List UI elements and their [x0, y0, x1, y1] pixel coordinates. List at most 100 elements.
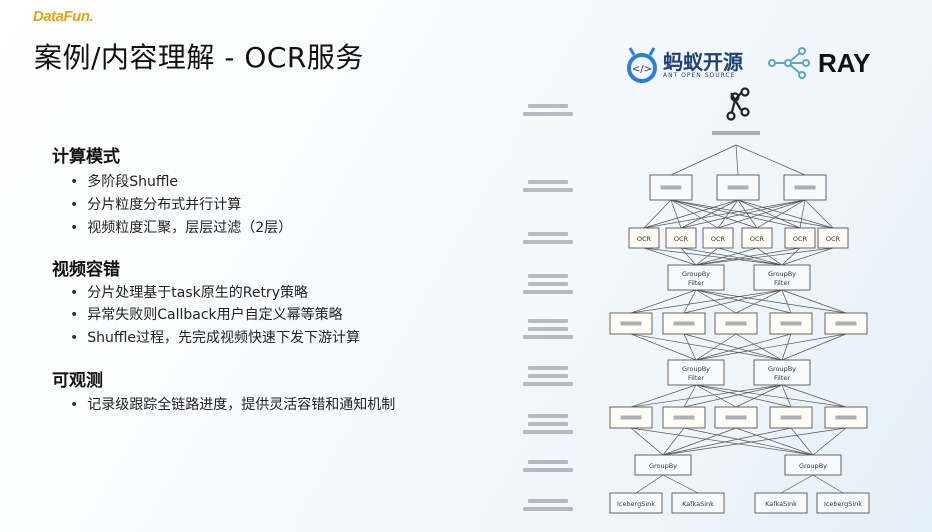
- edge: [735, 289, 783, 314]
- edge: [735, 333, 783, 361]
- edge: [717, 199, 806, 229]
- edge: [695, 384, 792, 408]
- edge: [695, 289, 737, 314]
- edge: [680, 247, 783, 266]
- node-label: Filter: [688, 374, 704, 382]
- edge: [781, 333, 792, 361]
- edge: [735, 144, 806, 176]
- edge: [695, 333, 792, 361]
- edge: [695, 247, 758, 266]
- edge: [695, 247, 719, 266]
- edge: [781, 289, 792, 314]
- node-label-blurred: [780, 415, 802, 420]
- edge: [781, 247, 834, 266]
- ray-brand: RAY: [818, 47, 871, 78]
- edge: [804, 199, 834, 229]
- groupby-filter-node: [667, 264, 725, 291]
- section-heading: 视频容错: [52, 260, 120, 280]
- source-label-blurred: [712, 131, 760, 135]
- node-label-blurred: [780, 321, 802, 326]
- node-label: OCR: [793, 235, 808, 243]
- groupby-filter-node: [753, 264, 811, 291]
- ant-brand-cn: 蚂蚁开源: [663, 49, 743, 74]
- stage-label: [508, 410, 588, 438]
- edge: [737, 199, 801, 229]
- edge: [683, 384, 697, 408]
- edge: [695, 247, 834, 266]
- node-label-blurred: [620, 321, 642, 326]
- edge: [670, 199, 719, 229]
- stage-label: [508, 362, 588, 390]
- node-label: IcebergSink: [824, 500, 862, 508]
- edge: [812, 474, 844, 494]
- edge: [781, 333, 847, 361]
- node-label: GroupBy: [768, 270, 796, 278]
- edge: [735, 144, 739, 176]
- node-label: OCR: [826, 235, 841, 243]
- bullet: 分片处理基于task原生的Retry策略: [70, 282, 308, 302]
- edge: [643, 199, 806, 229]
- edge: [683, 333, 783, 361]
- node-label: GroupBy: [799, 462, 827, 470]
- node-label: GroupBy: [768, 365, 796, 373]
- edge: [670, 199, 834, 229]
- node-label: Filter: [688, 279, 704, 287]
- section-heading: 可观测: [52, 371, 103, 391]
- page-title: 案例/内容理解 - OCR服务: [34, 41, 364, 74]
- edge: [670, 144, 737, 176]
- ray-icon: [768, 47, 810, 79]
- edge: [662, 474, 699, 494]
- edge: [630, 384, 697, 408]
- stage-label: [508, 228, 588, 248]
- edge: [695, 247, 801, 266]
- ant-open-source-logo: </> 蚂蚁开源 ANT OPEN SOURCE: [625, 46, 743, 84]
- edge: [781, 247, 801, 266]
- node-label: IcebergSink: [617, 500, 655, 508]
- stage-label: [508, 315, 588, 343]
- bullet: 视频粒度汇聚，层层过滤（2层）: [70, 217, 292, 237]
- edge: [643, 247, 697, 266]
- node-label: OCR: [637, 235, 652, 243]
- svg-text:</>: </>: [632, 64, 652, 75]
- edge: [680, 247, 697, 266]
- edge: [683, 289, 697, 314]
- sink-node: [816, 492, 870, 514]
- node-label-blurred: [794, 185, 816, 190]
- ocr-node: [817, 227, 849, 249]
- ant-icon: </>: [627, 47, 657, 83]
- edge: [735, 427, 814, 456]
- edge: [737, 199, 758, 229]
- edge: [680, 199, 806, 229]
- edge: [683, 333, 697, 361]
- node-label-blurred: [660, 185, 682, 190]
- edge: [630, 427, 814, 456]
- edge: [643, 247, 783, 266]
- node-label-blurred: [727, 185, 749, 190]
- stage-label: [508, 456, 588, 476]
- edge: [695, 333, 847, 361]
- edge: [643, 199, 739, 229]
- edge: [781, 384, 847, 408]
- edge: [781, 384, 792, 408]
- edge: [643, 199, 672, 229]
- sink-node: [671, 492, 725, 514]
- edge: [662, 427, 792, 456]
- edge: [662, 427, 847, 456]
- node-label-blurred: [673, 321, 695, 326]
- node-label: KafkaSink: [765, 500, 797, 508]
- node-label-blurred: [835, 415, 857, 420]
- edge: [790, 427, 814, 456]
- edge: [695, 333, 737, 361]
- stage-label: [508, 270, 588, 298]
- edge: [630, 289, 783, 314]
- ocr-node: [741, 227, 773, 249]
- ocr-node: [665, 227, 697, 249]
- edge: [630, 427, 664, 456]
- stage-label: [508, 176, 588, 196]
- node-label: Filter: [774, 374, 790, 382]
- node-label: GroupBy: [682, 270, 710, 278]
- node-label: OCR: [674, 235, 689, 243]
- ocr-node: [628, 227, 660, 249]
- node-label: Filter: [774, 279, 790, 287]
